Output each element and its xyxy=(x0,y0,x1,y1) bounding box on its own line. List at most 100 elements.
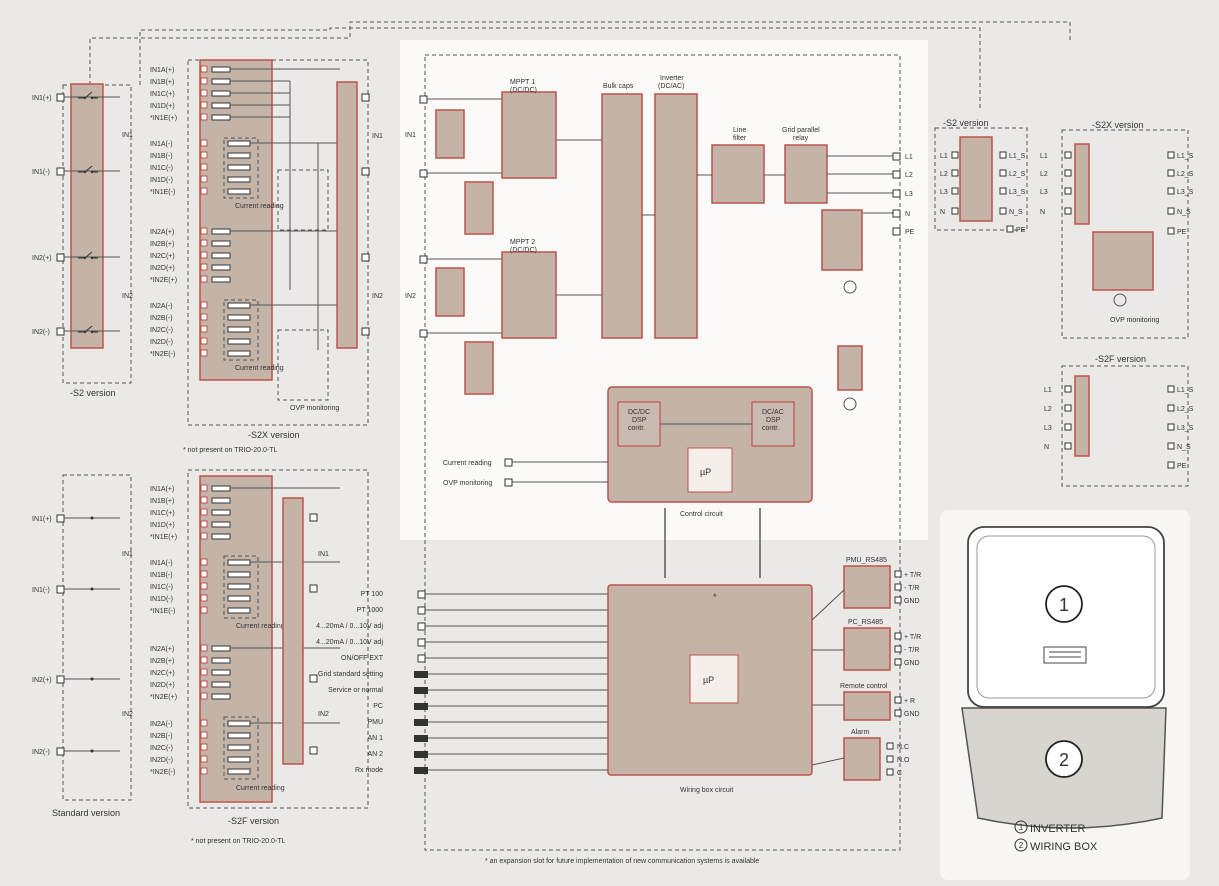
svg-text:IN2: IN2 xyxy=(122,711,133,718)
string-row: IN2B(-) xyxy=(150,731,251,740)
pmu-rs485: PMU_RS485 + T/R - T/R GND xyxy=(843,557,921,609)
svg-text:*IN1E(+): *IN1E(+) xyxy=(150,534,177,541)
svg-text:DC/DC: DC/DC xyxy=(628,409,650,416)
string-row: IN1A(-) xyxy=(150,139,340,148)
svg-text:L2: L2 xyxy=(905,172,913,179)
svg-text:IN1: IN1 xyxy=(372,133,383,140)
svg-text:L3: L3 xyxy=(1044,425,1052,432)
svg-text:Grid standard setting: Grid standard setting xyxy=(318,671,383,678)
trio-note: * not present on TRIO-20.0-TL xyxy=(183,447,278,454)
current-reading-input: Current reading xyxy=(443,460,492,467)
wiring-input: Service or normal xyxy=(328,687,608,694)
svg-text:IN1(-): IN1(-) xyxy=(32,587,50,594)
svg-text:4...20mA / 0...10V adj: 4...20mA / 0...10V adj xyxy=(316,623,383,630)
svg-text:IN1B(-): IN1B(-) xyxy=(150,572,173,579)
input-terminal: IN1(+) xyxy=(32,93,65,102)
string-row: *IN1E(-) xyxy=(150,187,251,196)
svg-text:DC/AC: DC/AC xyxy=(762,409,784,416)
svg-text:L1: L1 xyxy=(940,153,948,160)
svg-text:IN1A(-): IN1A(-) xyxy=(150,560,173,567)
svg-text:INVERTER: INVERTER xyxy=(1030,823,1085,835)
expansion-footnote: * an expansion slot for future implement… xyxy=(485,858,759,865)
svg-text:PC_RS485: PC_RS485 xyxy=(848,619,883,626)
svg-text:IN2(-): IN2(-) xyxy=(32,329,50,336)
dc-surge-arresters xyxy=(435,109,494,395)
svg-text:L1_S: L1_S xyxy=(1009,153,1026,160)
svg-text:(DC/DC): (DC/DC) xyxy=(510,87,537,94)
string-row: IN1A(+) xyxy=(150,484,340,493)
svg-text:OVP monitoring: OVP monitoring xyxy=(1110,317,1159,324)
standard-inputs: IN1(+) IN1(-) IN2(+) IN2(-) IN1 IN2 xyxy=(32,514,133,756)
string-row: *IN2E(-) xyxy=(150,767,251,776)
svg-text:*IN2E(-): *IN2E(-) xyxy=(150,351,175,358)
svg-text:IN2D(-): IN2D(-) xyxy=(150,339,173,346)
wiring-input: PT 1000 xyxy=(357,606,608,615)
svg-text:L2_S: L2_S xyxy=(1177,171,1194,178)
svg-text:IN1B(+): IN1B(+) xyxy=(150,79,174,86)
control-circuit-label: Control circuit xyxy=(680,511,723,518)
svg-text:Service or normal: Service or normal xyxy=(328,687,383,694)
s2f-in2-rows: IN2A(+) IN2B(+) IN2C(+) IN2D(+) *IN2E(+)… xyxy=(150,644,340,792)
svg-text:L1: L1 xyxy=(1040,153,1048,160)
svg-text:C: C xyxy=(897,770,902,777)
s2x-ovp: OVP monitoring xyxy=(277,81,339,412)
svg-text:IN2B(+): IN2B(+) xyxy=(150,658,174,665)
input-terminal: IN2(+) xyxy=(32,675,65,684)
svg-text:IN1A(+): IN1A(+) xyxy=(150,67,174,74)
svg-text:IN1C(-): IN1C(-) xyxy=(150,165,173,172)
s2f-version-label: -S2F version xyxy=(228,816,279,826)
string-row: IN1C(-) xyxy=(150,163,251,172)
svg-text:PE: PE xyxy=(1177,229,1187,236)
input-terminal: IN2(+) xyxy=(32,253,65,262)
svg-text:IN2(-): IN2(-) xyxy=(32,749,50,756)
svg-text:PE: PE xyxy=(1016,227,1026,234)
svg-text:L3: L3 xyxy=(1040,189,1048,196)
svg-text:L1: L1 xyxy=(905,154,913,161)
svg-text:IN2B(+): IN2B(+) xyxy=(150,241,174,248)
ac-terminal: L1 xyxy=(892,152,913,161)
string-row: IN1C(+) xyxy=(150,508,231,517)
alarm-relay: Alarm N.C N.O C xyxy=(843,729,910,781)
svg-text:(DC/AC): (DC/AC) xyxy=(658,83,684,90)
svg-text:N_S: N_S xyxy=(1177,444,1191,451)
s2x-version-label: -S2X version xyxy=(248,430,300,440)
svg-text:PC: PC xyxy=(373,703,383,710)
svg-text:-S2 version: -S2 version xyxy=(943,118,989,128)
wiring-input: ON/OFF EXT xyxy=(341,654,608,663)
wiring-input: AN 1 xyxy=(367,735,608,742)
svg-text:PMU_RS485: PMU_RS485 xyxy=(846,557,887,564)
mppt-1: MPPT 1(DC/DC) xyxy=(501,79,557,179)
svg-text:Inverter: Inverter xyxy=(660,75,684,82)
svg-text:L3_S: L3_S xyxy=(1009,189,1026,196)
string-row: IN1D(+) xyxy=(150,101,290,110)
wiring-input: 4...20mA / 0...10V adj xyxy=(316,622,608,631)
string-row: IN2A(+) xyxy=(150,227,340,236)
svg-text:IN1: IN1 xyxy=(318,551,329,558)
s2f-in1-rows: IN1A(+) IN1B(+) IN1C(+) IN1D(+) *IN1E(+)… xyxy=(150,484,340,630)
svg-text:PE: PE xyxy=(905,229,915,236)
string-row: *IN2E(+) xyxy=(150,692,231,701)
svg-text:IN1(+): IN1(+) xyxy=(32,516,52,523)
svg-text:N: N xyxy=(940,209,945,216)
svg-text:IN1C(+): IN1C(+) xyxy=(150,510,175,517)
string-row: IN1B(+) xyxy=(150,496,231,505)
svg-text:*IN1E(+): *IN1E(+) xyxy=(150,115,177,122)
grid-sensor xyxy=(837,345,863,391)
string-row: IN1D(+) xyxy=(150,520,231,529)
svg-text:L3: L3 xyxy=(905,191,913,198)
svg-text:N.O: N.O xyxy=(897,757,910,764)
svg-text:IN1B(+): IN1B(+) xyxy=(150,498,174,505)
svg-text:*: * xyxy=(713,592,717,602)
svg-text:L2: L2 xyxy=(1040,171,1048,178)
svg-text:IN1C(-): IN1C(-) xyxy=(150,584,173,591)
string-row: IN2C(+) xyxy=(150,668,231,677)
svg-text:IN1B(-): IN1B(-) xyxy=(150,153,173,160)
svg-text:1: 1 xyxy=(1019,823,1024,832)
svg-text:filter: filter xyxy=(733,135,747,142)
wiring-input: 4...20mA / 0...10V adj xyxy=(316,638,608,647)
inverter-illustration: 1 2 xyxy=(961,526,1167,829)
svg-text:Current reading: Current reading xyxy=(235,365,284,372)
